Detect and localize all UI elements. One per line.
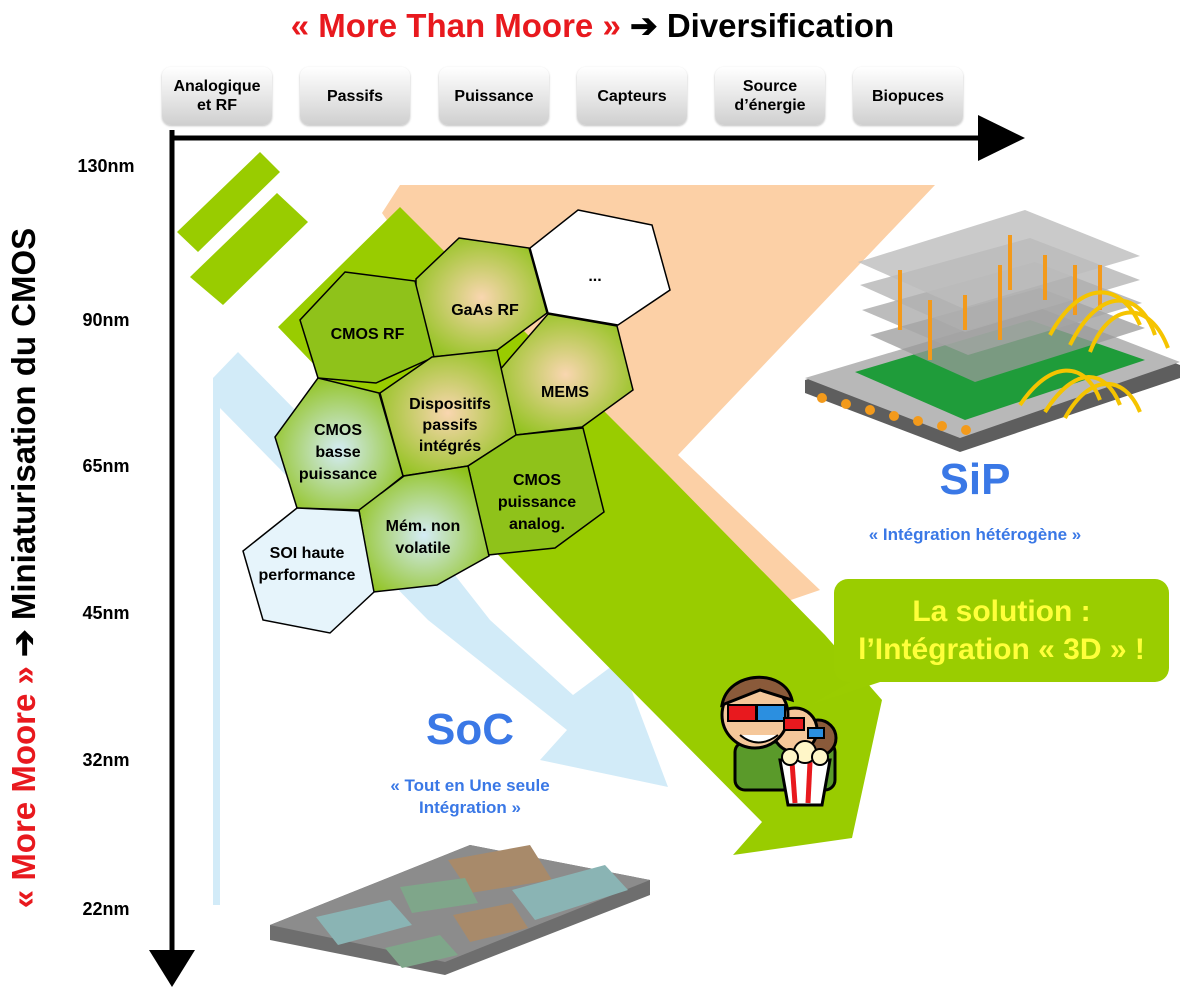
miniaturisation-label: Miniaturisation du CMOS xyxy=(5,227,42,621)
soc-subtitle: « Tout en Une seule Intégration » xyxy=(350,775,590,819)
hex-soi xyxy=(242,507,375,634)
more-than-moore-label: « More Than Moore » xyxy=(290,7,621,44)
hex-label-mem-non-volatile: Mém. non volatile xyxy=(372,516,474,560)
category-puissance: Puissance xyxy=(439,67,549,125)
solution-speech-bubble: La solution : l’Intégration « 3D » ! xyxy=(834,579,1169,682)
hex-label-line: Mém. non xyxy=(385,518,461,535)
hex-ellipsis xyxy=(529,209,671,326)
solution-line-1: La solution : xyxy=(912,594,1091,628)
green-stripe-1 xyxy=(177,152,280,252)
hex-label-soi: SOI haute performance xyxy=(252,543,362,587)
soc-chip-image xyxy=(270,845,650,975)
mascot-3d-image xyxy=(720,675,838,807)
tick-90nm: 90nm xyxy=(82,310,130,330)
category-capteurs: Capteurs xyxy=(577,67,687,125)
category-analogique-rf: Analogique et RF xyxy=(162,67,272,125)
hex-label-line: Dispositifs xyxy=(409,396,491,413)
hex-label-line: intégrés xyxy=(418,438,482,455)
vertical-title: « More Moore » ➔ Miniaturisation du CMOS xyxy=(4,168,44,968)
hex-label-line: passifs xyxy=(422,417,478,434)
hexagon-grid xyxy=(242,209,671,634)
soc-title: SoC xyxy=(426,705,514,754)
hex-label-line: volatile xyxy=(395,540,451,557)
diversification-label: Diversification xyxy=(666,7,895,44)
hex-label-mems: MEMS xyxy=(541,384,589,401)
hex-label-line: SOI haute xyxy=(269,545,345,562)
tick-32nm: 32nm xyxy=(82,750,130,770)
vertical-axis-arrowhead xyxy=(149,950,195,987)
more-moore-label: « More Moore » xyxy=(5,666,42,909)
hex-label-line: basse xyxy=(315,444,361,461)
soc-subtitle-line: « Tout en Une seule xyxy=(390,776,550,795)
hex-label-gaas-rf: GaAs RF xyxy=(451,302,519,319)
hex-label-ellipsis: ... xyxy=(588,268,602,285)
right-arrow-icon: ➔ xyxy=(629,7,658,44)
hex-mem-non-volatile xyxy=(358,465,490,593)
tick-22nm: 22nm xyxy=(82,899,130,919)
tick-130nm: 130nm xyxy=(77,156,135,176)
hex-label-line: performance xyxy=(258,567,356,584)
sip-subtitle: « Intégration hétérogène » xyxy=(868,525,1082,544)
soc-subtitle-line: Intégration » xyxy=(418,798,521,817)
solution-line-2: l’Intégration « 3D » ! xyxy=(858,632,1145,666)
sip-title: SiP xyxy=(939,455,1011,504)
hex-label-line: puissance xyxy=(497,494,577,511)
hex-label-line: CMOS xyxy=(314,422,362,439)
hex-label-cmos-puissance: CMOS puissance analog. xyxy=(482,470,592,536)
top-title: « More Than Moore » ➔ Diversification xyxy=(0,6,1185,45)
up-arrow-icon: ➔ xyxy=(5,629,42,657)
hex-cmos-rf xyxy=(299,271,435,384)
horizontal-axis-arrowhead xyxy=(978,115,1025,161)
hex-label-line: puissance xyxy=(298,466,378,483)
category-biopuces: Biopuces xyxy=(853,67,963,125)
green-stripe-2 xyxy=(190,193,308,305)
hex-label-line: analog. xyxy=(508,516,565,533)
tick-45nm: 45nm xyxy=(82,603,130,623)
hex-label-cmos-rf: CMOS RF xyxy=(330,326,405,343)
tick-65nm: 65nm xyxy=(82,456,130,476)
category-passifs: Passifs xyxy=(300,67,410,125)
hex-label-dispositifs: Dispositifs passifs intégrés xyxy=(394,394,506,457)
category-source-energie: Source d’énergie xyxy=(715,67,825,125)
hex-label-line: CMOS xyxy=(513,472,561,489)
sip-chip-image xyxy=(805,210,1180,452)
hex-label-cmos-basse: CMOS basse puissance xyxy=(283,420,393,486)
